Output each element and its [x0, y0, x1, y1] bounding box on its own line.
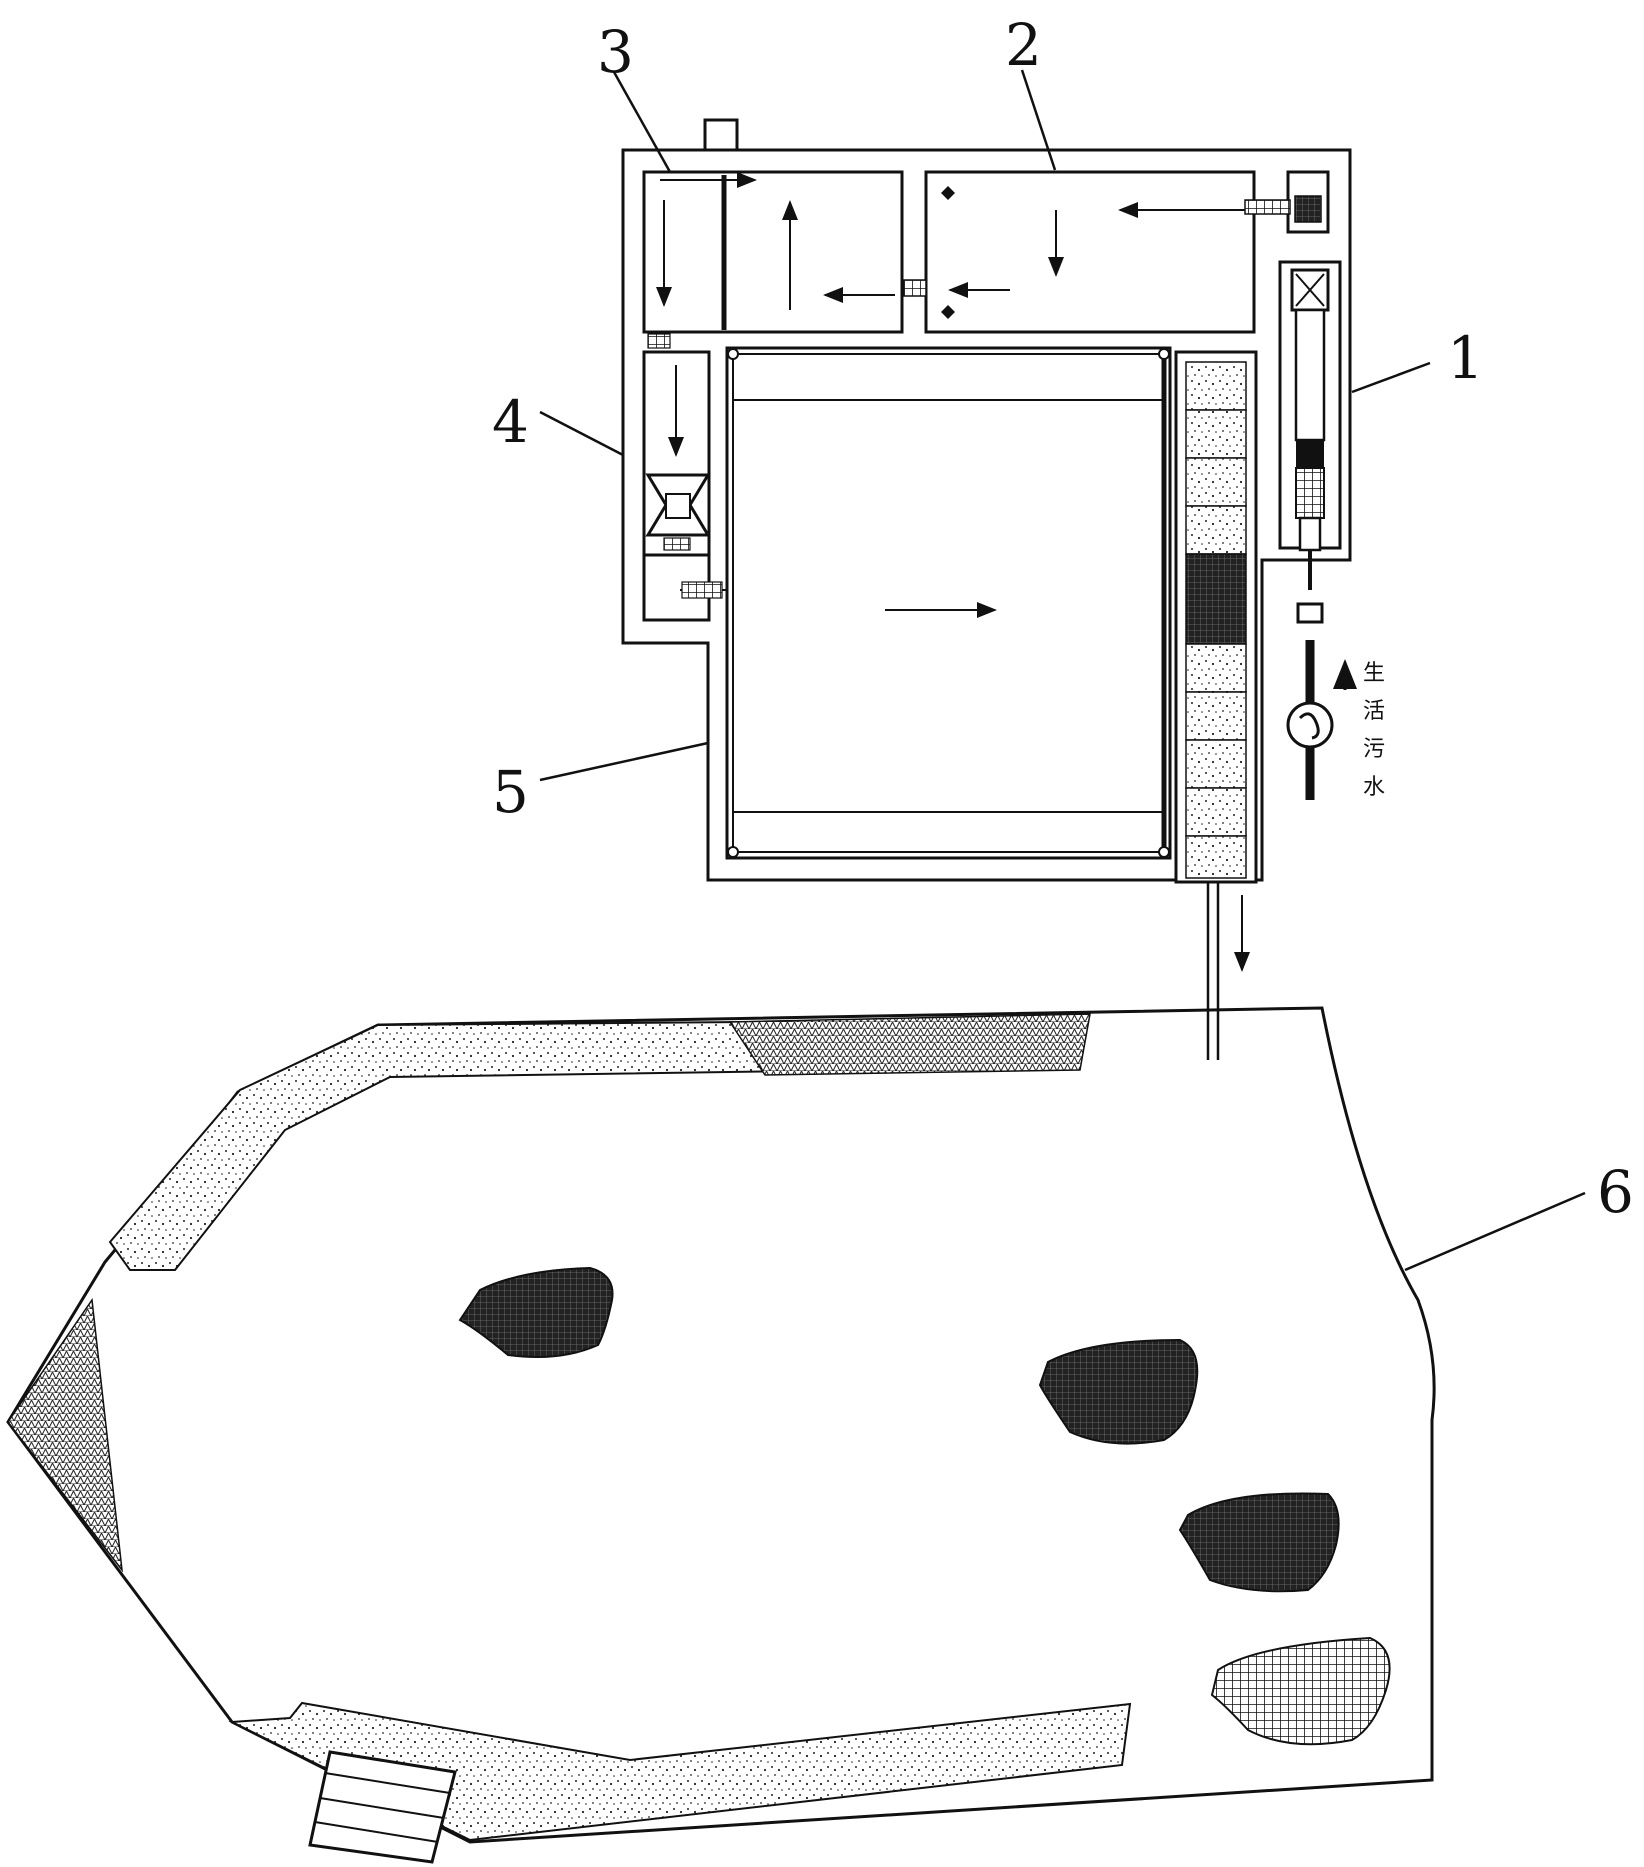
tank-5 — [725, 346, 1172, 860]
outlet-pipe — [1206, 882, 1250, 1060]
hatch-wedge-left — [7, 1297, 124, 1573]
callout-5: 5 — [492, 758, 529, 826]
inflow-pipe — [1286, 640, 1357, 800]
svg-text:污: 污 — [1363, 737, 1385, 762]
tank-4 — [642, 333, 762, 622]
plant-clump-4 — [1210, 1636, 1391, 1746]
pump-column-1 — [1244, 170, 1342, 624]
svg-text:水: 水 — [1363, 775, 1385, 800]
tank-3 — [642, 170, 904, 334]
wetland-pond-6 — [6, 1006, 1436, 1864]
svg-text:生: 生 — [1363, 661, 1385, 686]
hatch-band-top — [728, 1013, 1091, 1076]
callout-2: 2 — [1005, 11, 1042, 79]
plant-clump-1 — [458, 1266, 614, 1359]
callout-3: 3 — [597, 18, 634, 86]
vent-pipe — [703, 118, 739, 152]
callout-leaders — [539, 69, 1586, 1272]
callout-1: 1 — [1447, 324, 1484, 392]
sand-band-bottom — [228, 1701, 1132, 1842]
steps — [308, 1750, 457, 1864]
filter-column — [1174, 350, 1258, 884]
plant-clump-3 — [1178, 1492, 1340, 1593]
valve-icon — [1286, 701, 1334, 749]
plant-clump-2 — [1038, 1338, 1199, 1445]
callout-4: 4 — [492, 388, 529, 456]
svg-text:活: 活 — [1363, 699, 1385, 724]
tank-2 — [903, 170, 1275, 334]
treatment-unit: 生 活 污 水 — [621, 118, 1385, 1060]
inflow-label: 生 活 污 水 — [1363, 661, 1385, 800]
callout-6: 6 — [1597, 1158, 1634, 1226]
